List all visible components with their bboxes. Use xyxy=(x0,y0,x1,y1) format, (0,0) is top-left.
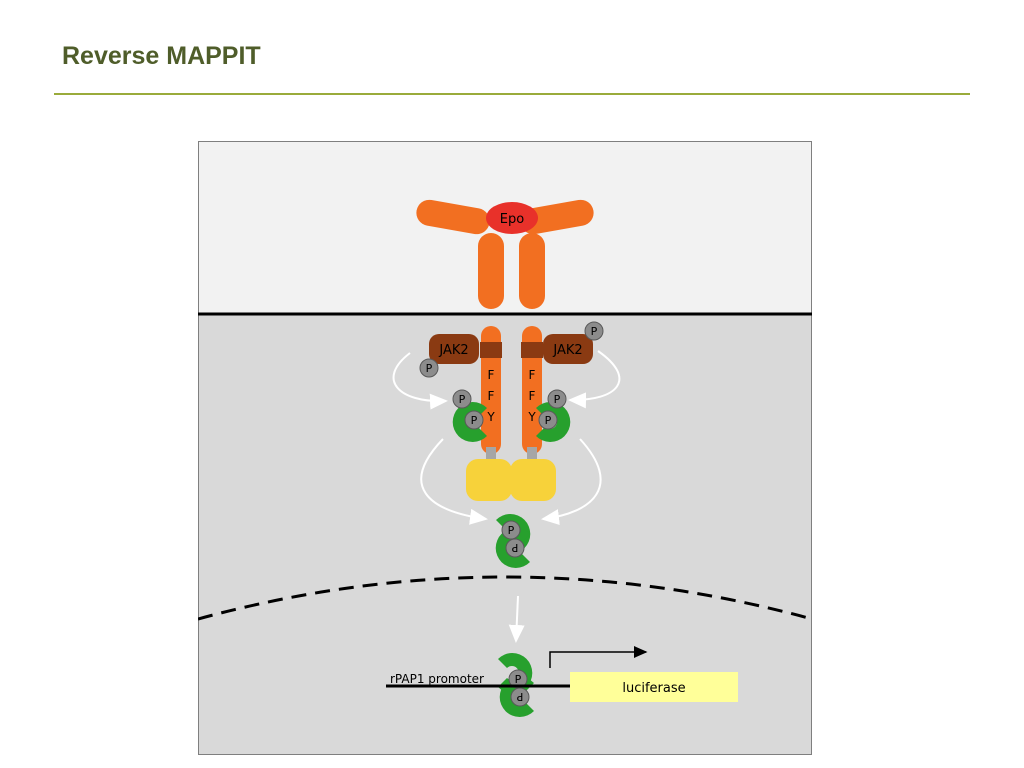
signaling-arrows xyxy=(392,350,621,643)
phospho-dimer-a: P xyxy=(501,520,521,540)
transcription-start-arrow xyxy=(549,646,648,668)
motif-left-3: Y xyxy=(486,410,495,424)
motif-right-1: F xyxy=(529,368,536,382)
motif-right-2: F xyxy=(529,389,536,403)
diagram-border xyxy=(198,141,812,755)
phospho-stat-right-b: P xyxy=(538,410,558,430)
phospho-sites: P P P P P P P P P P xyxy=(419,321,604,707)
motif-right-3: Y xyxy=(527,410,536,424)
receptor-intracellular-chains xyxy=(480,326,543,465)
jak2-right-label: JAK2 xyxy=(552,343,582,358)
luciferase-label: luciferase xyxy=(622,681,685,696)
jak2-left xyxy=(429,334,479,364)
svg-text:P: P xyxy=(511,541,518,554)
motif-left-1: F xyxy=(488,368,495,382)
phospho-stat-right-a: P xyxy=(547,389,567,409)
phospho-jak2-right: P xyxy=(584,321,604,341)
svg-text:P: P xyxy=(545,414,552,427)
phospho-nuclear-b: P xyxy=(510,687,530,707)
epo-label: Epo xyxy=(500,212,524,227)
luciferase-reporter xyxy=(570,672,738,702)
receptor-motif-right: F F Y xyxy=(527,368,536,424)
phospho-stat-left-a: P xyxy=(452,389,472,409)
svg-text:P: P xyxy=(459,393,466,406)
svg-text:P: P xyxy=(508,524,515,537)
epo-ligand xyxy=(486,202,538,234)
svg-text:P: P xyxy=(471,414,478,427)
bait-proteins xyxy=(466,459,556,501)
jak2-left-label: JAK2 xyxy=(438,343,468,358)
jak2-right xyxy=(543,334,593,364)
svg-text:P: P xyxy=(515,673,522,686)
title-divider xyxy=(54,93,970,95)
promoter-label: rPAP1 promoter xyxy=(390,672,484,686)
receptor-motif-left: F F Y xyxy=(486,368,495,424)
svg-text:P: P xyxy=(516,690,523,703)
motif-left-2: F xyxy=(488,389,495,403)
phospho-stat-left-b: P xyxy=(464,410,484,430)
phospho-jak2-left: P xyxy=(419,358,439,378)
slide-title: Reverse MAPPIT xyxy=(62,42,261,70)
receptor-extracellular-domains xyxy=(416,199,594,309)
svg-text:P: P xyxy=(554,393,561,406)
reverse-mappit-diagram: Epo F F Y F F Y JAK2 JAK2 P P P P P xyxy=(198,141,812,755)
svg-text:P: P xyxy=(591,325,598,338)
svg-text:P: P xyxy=(426,362,433,375)
nuclear-membrane xyxy=(198,575,812,621)
phospho-dimer-b: P xyxy=(505,538,525,558)
